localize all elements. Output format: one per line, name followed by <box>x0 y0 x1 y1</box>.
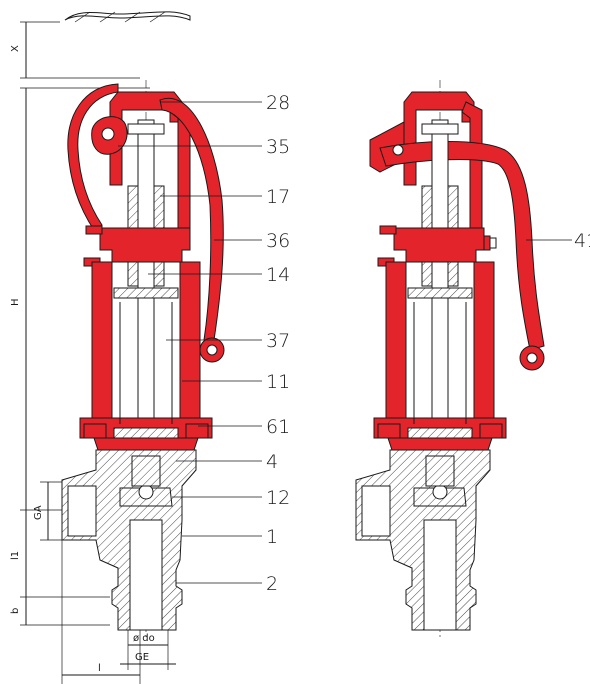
dimension-lines <box>20 21 176 684</box>
dim-l: l <box>98 663 101 674</box>
part-label: 61 <box>266 416 290 438</box>
part-labels-left: 28 35 17 36 14 37 11 61 4 12 1 2 <box>266 92 290 595</box>
part-label: 36 <box>266 230 290 252</box>
dimension-text: X H GA l1 b ø do GE l <box>10 45 155 674</box>
part-label: 11 <box>266 371 290 393</box>
part-label: 2 <box>266 573 278 595</box>
part-label: 1 <box>266 526 278 548</box>
part-label: 37 <box>266 330 290 352</box>
dim-ge: GE <box>135 652 149 663</box>
leader-lines <box>118 101 572 584</box>
dim-l1: l1 <box>10 551 21 560</box>
part-label: 17 <box>266 186 290 208</box>
dim-ga: GA <box>33 505 44 520</box>
part-label: 28 <box>266 92 290 114</box>
break-line-symbol <box>64 11 191 23</box>
dim-h: H <box>10 298 21 306</box>
part-label: 41 <box>574 230 590 252</box>
valve-right <box>355 80 545 640</box>
part-label: 12 <box>266 487 290 509</box>
spring-coils <box>119 302 173 424</box>
part-label: 35 <box>266 136 290 158</box>
dim-do: ø do <box>133 633 155 644</box>
part-labels-right: 41 <box>574 230 590 252</box>
part-label: 14 <box>266 264 290 286</box>
dim-x: X <box>10 45 21 52</box>
part-label: 4 <box>266 451 278 473</box>
valve-left <box>61 80 225 640</box>
dim-b: b <box>10 608 21 614</box>
